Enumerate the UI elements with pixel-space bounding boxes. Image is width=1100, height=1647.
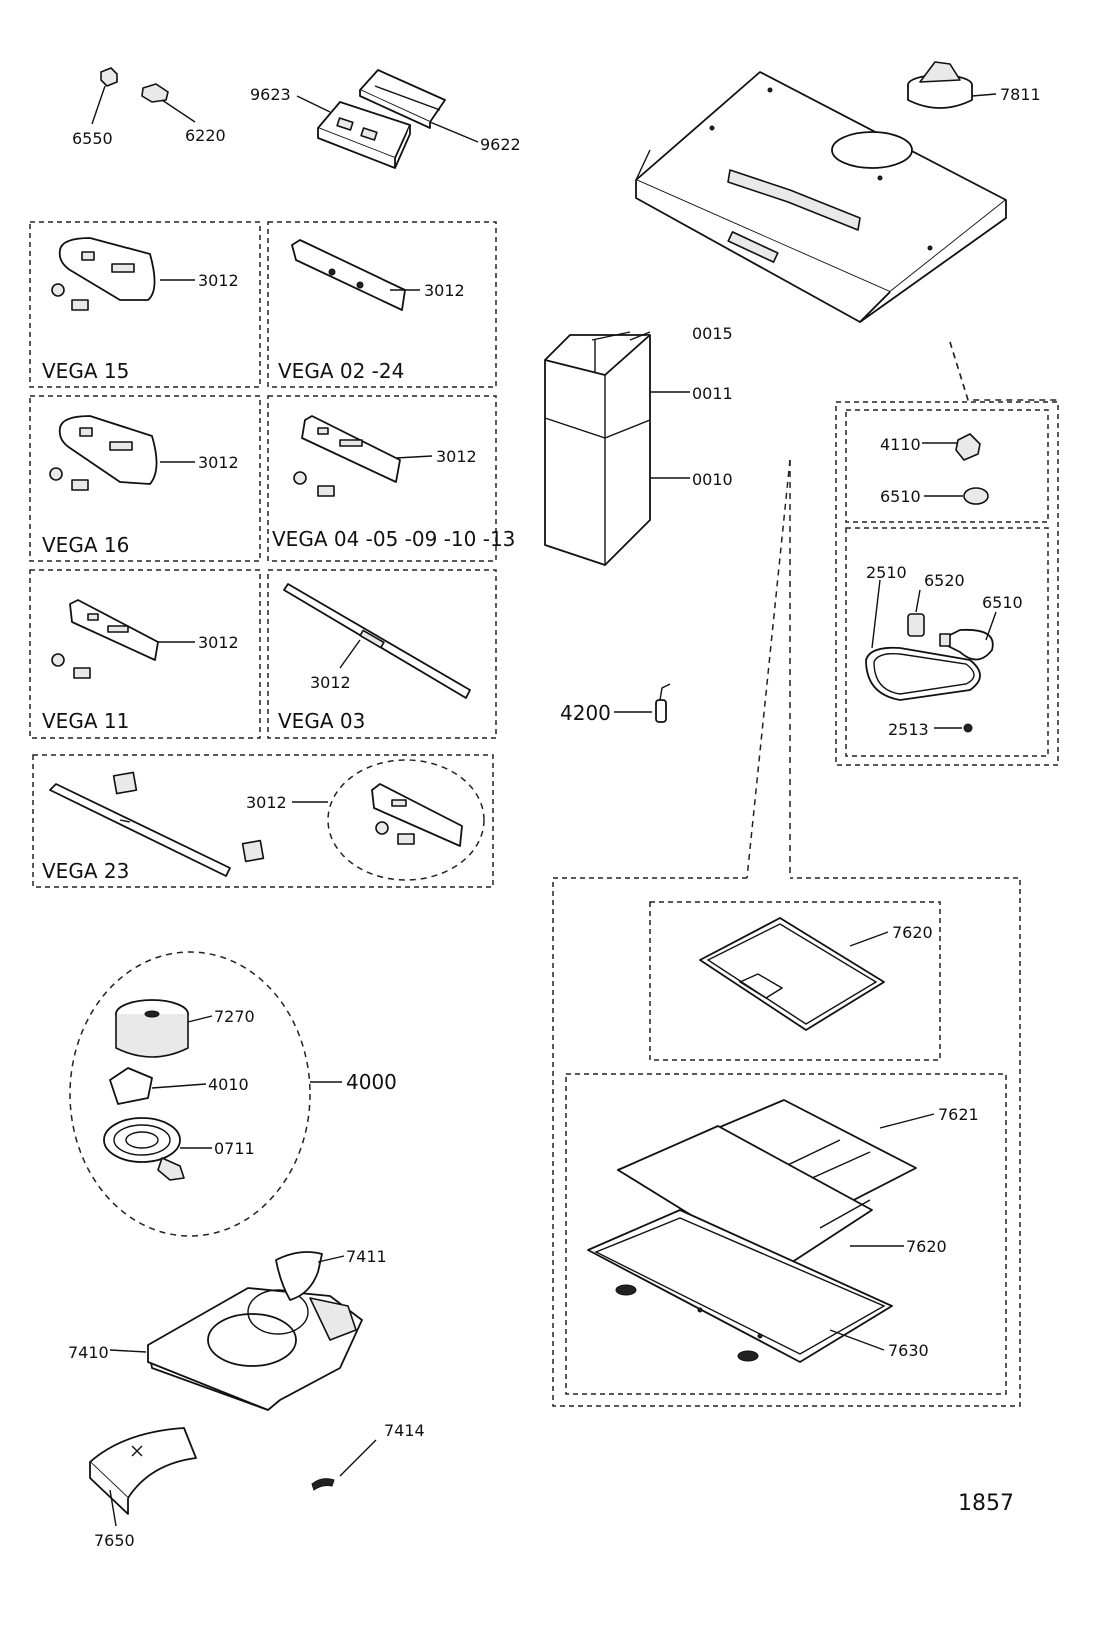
panel-vega-23: 3012 VEGA 23 — [32, 754, 494, 888]
part-6550: 6550 — [72, 67, 118, 148]
label-0011: 0011 — [692, 384, 733, 403]
part-4200: 4200 — [560, 683, 671, 725]
panel-vega-23-part: 3012 — [246, 793, 287, 812]
label-7414: 7414 — [384, 1421, 425, 1440]
part-7414: 7414 — [311, 1421, 425, 1491]
label-2513: 2513 — [888, 720, 929, 739]
panel-vega-23-name: VEGA 23 — [42, 859, 129, 883]
panel-vega-11-name: VEGA 11 — [42, 709, 129, 733]
label-6550: 6550 — [72, 129, 113, 148]
label-0010: 0010 — [692, 470, 733, 489]
detail-box-controls-lighting: 4110 6510 2510 6520 6510 2513 — [835, 341, 1059, 766]
panel-vega-02-24: 3012 VEGA 02 -24 — [267, 221, 497, 388]
label-0711: 0711 — [214, 1139, 255, 1158]
label-7650: 7650 — [94, 1531, 135, 1550]
range-hood-body — [635, 71, 1007, 323]
label-4010: 4010 — [208, 1075, 249, 1094]
part-7270: 7270 — [115, 999, 255, 1058]
label-6220: 6220 — [185, 126, 226, 145]
filter-section: 7620 7621 7620 7630 — [552, 459, 1021, 1407]
panel-vega-15: 3012 VEGA 15 — [29, 221, 261, 388]
panel-vega-04-part: 3012 — [436, 447, 477, 466]
chimney: 0015 0011 0010 — [544, 324, 733, 566]
part-7811: 7811 — [907, 61, 1041, 109]
label-7410: 7410 — [68, 1343, 109, 1362]
label-7411: 7411 — [346, 1247, 387, 1266]
panel-vega-03: 3012 VEGA 03 — [267, 569, 497, 739]
part-7650: 7650 — [89, 1427, 197, 1550]
panel-vega-16: 3012 VEGA 16 — [29, 395, 261, 562]
panel-vega-03-name: VEGA 03 — [278, 709, 365, 733]
part-7411: 7411 — [275, 1247, 387, 1301]
label-7270: 7270 — [214, 1007, 255, 1026]
blower-housing-7410: 7410 — [68, 1287, 363, 1411]
part-0711: 0711 — [103, 1117, 255, 1181]
label-6510-b: 6510 — [982, 593, 1023, 612]
label-4000: 4000 — [346, 1070, 397, 1094]
label-2510: 2510 — [866, 563, 907, 582]
panel-vega-03-part: 3012 — [310, 673, 351, 692]
panel-vega-04-name: VEGA 04 -05 -09 -10 -13 — [272, 527, 515, 551]
part-7620-top: 7620 — [699, 917, 933, 1031]
part-9623-9622: 9623 9622 — [250, 69, 521, 169]
label-0015: 0015 — [692, 324, 733, 343]
label-6510-a: 6510 — [880, 487, 921, 506]
part-7630: 7630 — [587, 1209, 929, 1363]
part-4010: 4010 — [109, 1067, 249, 1105]
label-7811: 7811 — [1000, 85, 1041, 104]
label-7630: 7630 — [888, 1341, 929, 1360]
motor-assembly-4000: 7270 4010 0711 4000 — [69, 951, 397, 1237]
label-7620-b: 7620 — [906, 1237, 947, 1256]
label-7621: 7621 — [938, 1105, 979, 1124]
panel-vega-04-05-09-10-13: 3012 VEGA 04 -05 -09 -10 -13 — [267, 395, 515, 562]
panel-vega-02-24-part: 3012 — [424, 281, 465, 300]
panel-vega-16-part: 3012 — [198, 453, 239, 472]
label-9622: 9622 — [480, 135, 521, 154]
panel-vega-15-name: VEGA 15 — [42, 359, 129, 383]
panel-vega-11: 3012 VEGA 11 — [29, 569, 261, 739]
label-4110: 4110 — [880, 435, 921, 454]
panel-vega-11-part: 3012 — [198, 633, 239, 652]
panel-vega-16-name: VEGA 16 — [42, 533, 129, 557]
panel-vega-15-part: 3012 — [198, 271, 239, 290]
part-6220: 6220 — [141, 83, 226, 145]
page-number: 1857 — [958, 1491, 1014, 1516]
label-9623: 9623 — [250, 85, 291, 104]
label-4200: 4200 — [560, 701, 611, 725]
panel-vega-02-24-name: VEGA 02 -24 — [278, 359, 404, 383]
label-6520: 6520 — [924, 571, 965, 590]
label-7620-a: 7620 — [892, 923, 933, 942]
